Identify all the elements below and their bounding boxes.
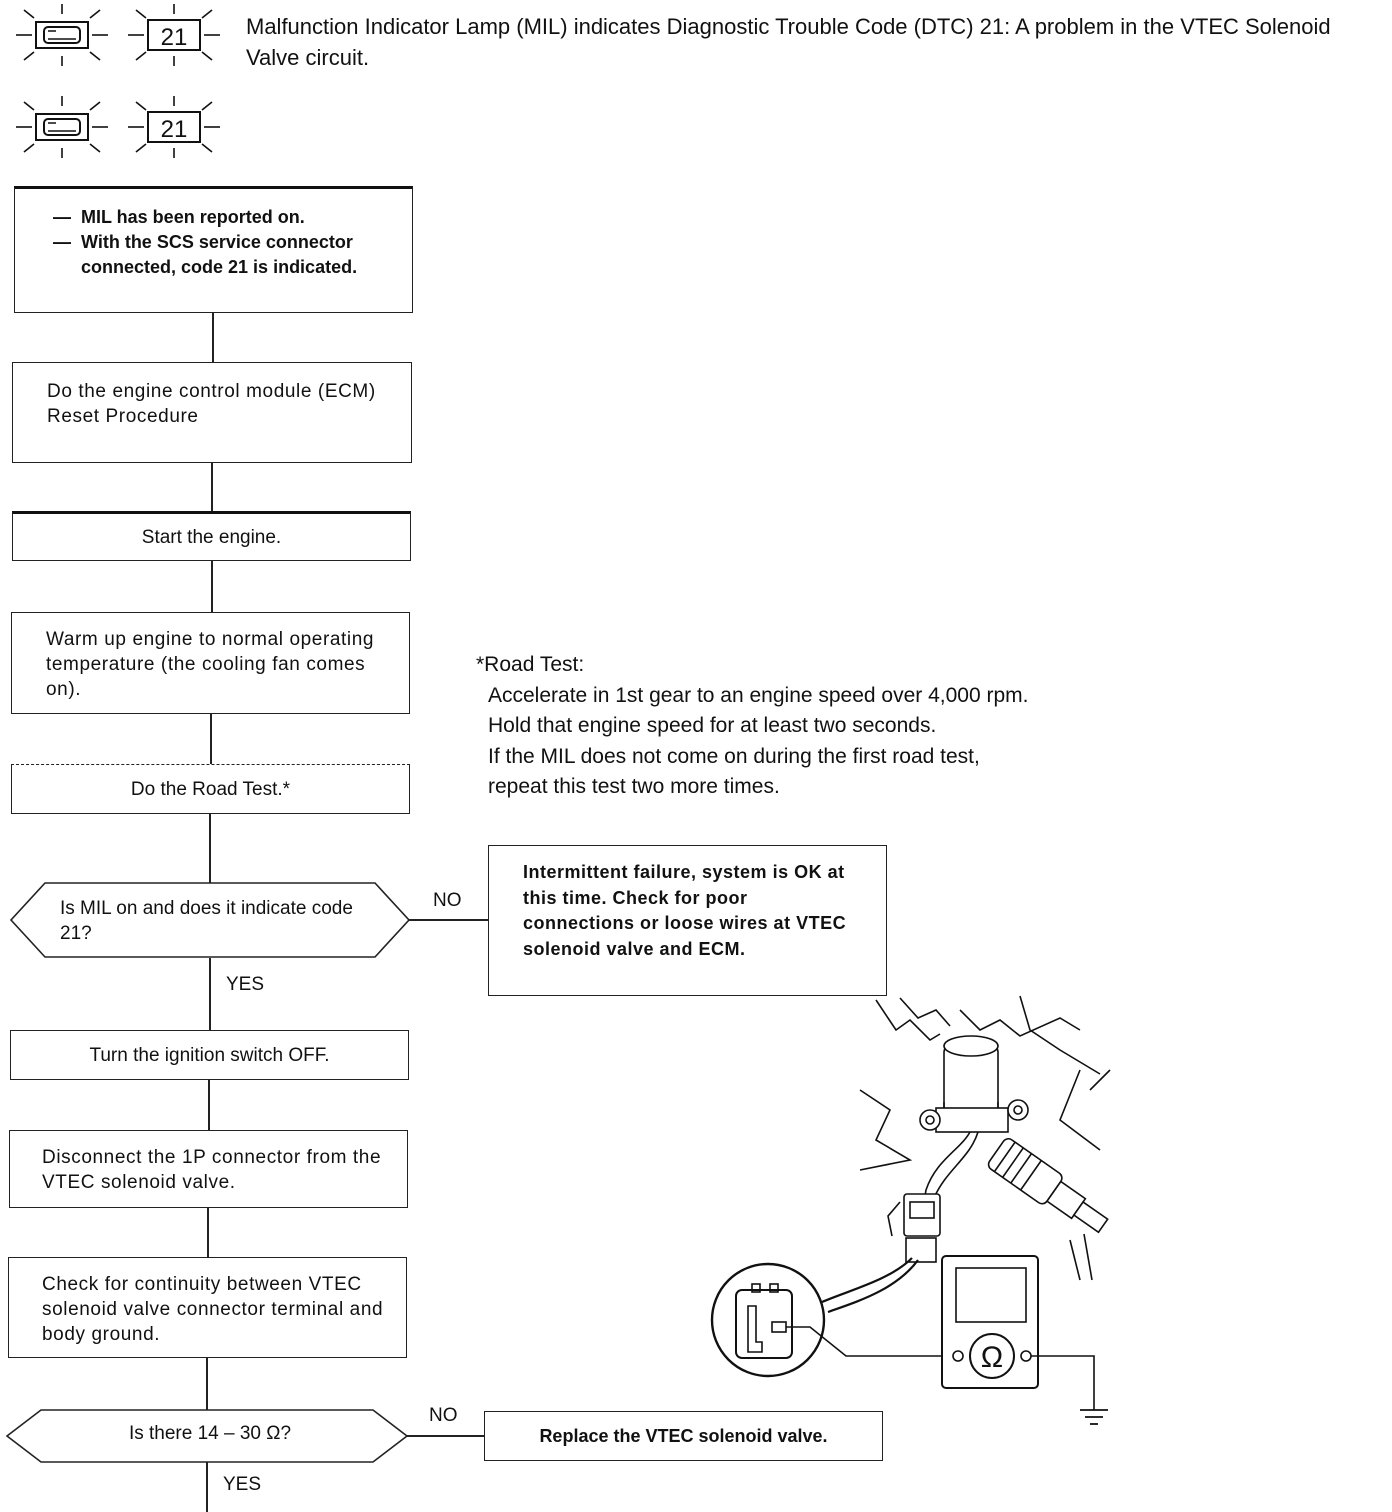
code-display-text-2: 21 [161,116,188,143]
step-warm-up: Warm up engine to normal oper­ating temp… [11,612,410,714]
step-start-engine: Start the engine. [12,511,411,561]
decision-mil-text: Is MIL on and does it indicate code 21? [60,898,353,944]
connector-line [209,958,211,1031]
mil-lamp-icon-2 [16,96,108,158]
code-display-text: 21 [161,24,188,51]
decision-mil-shape [9,882,411,958]
step-disconnect: Disconnect the 1P connector from the VTE… [9,1130,408,1208]
code-display-icon: 21 [128,4,220,66]
yes-label-2: YES [223,1474,262,1495]
symptom-box: MIL has been reported on. With the SCS s… [14,186,413,313]
road-test-line-4: repeat this test two more times. [488,775,780,798]
step-continuity: Check for continuity between VTEC soleno… [8,1257,407,1358]
ground-symbol-icon [1080,1409,1108,1425]
symptom-line-2: With the SCS service connec­tor connecte… [53,230,392,280]
no-label-2: NO [429,1405,458,1426]
header-description: Malfunction Indicator Lamp (MIL) indicat… [246,14,1331,70]
road-test-line-3: If the MIL does not come on during the f… [488,744,980,768]
road-test-line-1: Accelerate in 1st gear to an engine spee… [488,683,1029,707]
decision-resistance-text: Is there 14 – 30 Ω? [128,1423,292,1444]
result-intermittent: Intermittent failure, system is OK at th… [488,845,887,996]
yes-label-1: YES [226,974,265,995]
result-replace: Replace the VTEC solenoid valve. [484,1411,883,1461]
no-label-1: NO [433,890,462,911]
connector-line [211,463,213,512]
connector-line [211,561,213,613]
ohm-symbol: Ω [981,1341,1003,1374]
step-ignition-off: Turn the ignition switch OFF. [10,1030,409,1080]
decision-resistance-shape [5,1409,409,1463]
road-test-title: *Road Test: [476,653,585,676]
solenoid-wiring-illustration: Ω [710,995,1111,1425]
connector-line [207,1208,209,1258]
road-test-note: *Road Test: Accelerate in 1st gear to an… [476,650,1176,803]
no-branch-line [409,919,490,921]
connector-line [206,1462,208,1512]
connector-line [209,814,211,883]
road-test-line-2: Hold that engine speed for at least two … [488,714,937,737]
connector-line [208,1080,210,1131]
connector-line [206,1358,208,1410]
step-road-test: Do the Road Test.* [11,764,410,814]
code-display-icon-2: 21 [128,96,220,158]
symptom-line-1: MIL has been reported on. [53,205,392,230]
step-ecm-reset: Do the engine control module (ECM) Reset… [12,362,412,463]
mil-lamp-icon [16,4,108,66]
no-branch-line [407,1435,485,1437]
connector-line [210,714,212,765]
connector-line [212,313,214,363]
